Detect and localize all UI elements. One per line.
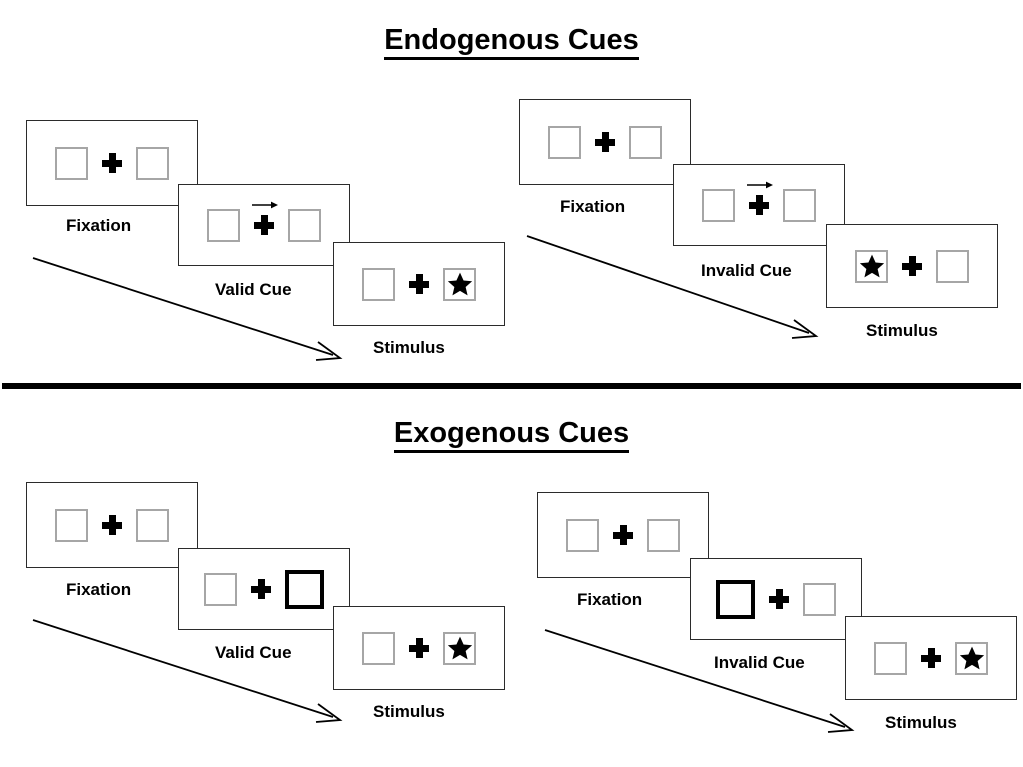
- frame-content: [855, 249, 969, 283]
- frame-content: [204, 569, 324, 609]
- frame-content: [362, 267, 476, 301]
- caption-endogenous-invalid-fixation: Fixation: [560, 197, 626, 216]
- fixation-cross-wrap: [88, 515, 136, 535]
- placeholder-box-left: [55, 508, 88, 542]
- panel-exogenous-invalid-fixation: [537, 492, 709, 578]
- diagonal-sequence-arrow-icon: [544, 629, 855, 733]
- placeholder-box-left: [548, 125, 581, 159]
- placeholder-box-right: [803, 582, 836, 616]
- fixation-cross-wrap: [88, 153, 136, 173]
- caption-exogenous-invalid-fixation: Fixation: [577, 590, 643, 609]
- frame-content: [55, 146, 169, 180]
- panel-endogenous-valid-cue: [178, 184, 350, 266]
- panel-endogenous-invalid-fixation: [519, 99, 691, 185]
- plus-icon: [251, 579, 271, 599]
- placeholder-box-right: [783, 188, 816, 222]
- panel-endogenous-invalid-stimulus: [826, 224, 998, 308]
- frame-content: [55, 508, 169, 542]
- caption-exogenous-valid-stimulus: Stimulus: [373, 702, 445, 721]
- plus-icon: [595, 132, 615, 152]
- section-title-exogenous: Exogenous Cues: [0, 417, 1023, 453]
- star-icon: [447, 272, 472, 296]
- fixation-cross-wrap: [395, 274, 443, 294]
- fixation-cross-wrap: [907, 648, 955, 668]
- fixation-cross-wrap: [888, 256, 936, 276]
- caption-exogenous-invalid-stimulus: Stimulus: [885, 713, 957, 732]
- placeholder-box-left: [55, 146, 88, 180]
- fixation-cross-wrap: [395, 638, 443, 658]
- section-title-endogenous: Endogenous Cues: [0, 24, 1023, 60]
- plus-icon: [409, 638, 429, 658]
- highlighted-box-left: [716, 579, 755, 619]
- panel-exogenous-invalid-cue: [690, 558, 862, 640]
- right-arrow-cue-icon: [252, 201, 278, 209]
- plus-icon: [902, 256, 922, 276]
- diagonal-sequence-arrow-icon: [526, 235, 819, 339]
- plus-icon: [409, 274, 429, 294]
- placeholder-box-right: [288, 208, 321, 242]
- target-box-right: [443, 631, 476, 665]
- placeholder-box-left: [702, 188, 735, 222]
- caption-endogenous-valid-fixation: Fixation: [66, 216, 132, 235]
- caption-endogenous-valid-stimulus: Stimulus: [373, 338, 445, 357]
- placeholder-box-left: [207, 208, 240, 242]
- panel-exogenous-valid-stimulus: [333, 606, 505, 690]
- fixation-cross-wrap: [599, 525, 647, 545]
- frame-content: [207, 201, 321, 242]
- panel-endogenous-invalid-cue: [673, 164, 845, 246]
- panel-endogenous-valid-fixation: [26, 120, 198, 206]
- placeholder-box-right: [136, 508, 169, 542]
- panel-exogenous-valid-cue: [178, 548, 350, 630]
- star-icon: [959, 646, 984, 670]
- placeholder-box-right: [647, 518, 680, 552]
- target-box-right: [443, 267, 476, 301]
- placeholder-box-left: [566, 518, 599, 552]
- target-box-left: [855, 249, 888, 283]
- plus-icon: [921, 648, 941, 668]
- plus-icon: [749, 195, 769, 215]
- fixation-cross-wrap: [240, 201, 288, 235]
- frame-content: [716, 579, 836, 619]
- star-icon: [859, 254, 884, 278]
- caption-endogenous-invalid-stimulus: Stimulus: [866, 321, 938, 340]
- frame-content: [874, 641, 988, 675]
- fixation-cross-wrap: [581, 132, 629, 152]
- placeholder-box-left: [874, 641, 907, 675]
- caption-exogenous-valid-cue: Valid Cue: [215, 643, 292, 662]
- highlighted-box-right: [285, 569, 324, 609]
- star-icon: [447, 636, 472, 660]
- placeholder-box-left: [362, 631, 395, 665]
- panel-exogenous-invalid-stimulus: [845, 616, 1017, 700]
- plus-icon: [769, 589, 789, 609]
- section-title-endogenous-text: Endogenous Cues: [384, 24, 639, 60]
- plus-icon: [254, 215, 274, 235]
- section-title-exogenous-text: Exogenous Cues: [393, 417, 630, 453]
- placeholder-box-right: [629, 125, 662, 159]
- target-box-right: [955, 641, 988, 675]
- fixation-cross-wrap: [755, 589, 803, 609]
- fixation-cross-wrap: [237, 579, 285, 599]
- placeholder-box-left: [362, 267, 395, 301]
- caption-endogenous-valid-cue: Valid Cue: [215, 280, 292, 299]
- placeholder-box-left: [204, 572, 237, 606]
- section-divider: [2, 383, 1021, 389]
- diagonal-sequence-arrow-icon: [32, 619, 343, 723]
- frame-content: [548, 125, 662, 159]
- caption-endogenous-invalid-cue: Invalid Cue: [701, 261, 792, 280]
- plus-icon: [102, 153, 122, 173]
- caption-exogenous-valid-fixation: Fixation: [66, 580, 132, 599]
- fixation-cross-wrap: [735, 181, 783, 215]
- placeholder-box-right: [136, 146, 169, 180]
- diagonal-sequence-arrow-icon: [32, 257, 343, 361]
- frame-content: [362, 631, 476, 665]
- frame-content: [702, 181, 816, 222]
- plus-icon: [613, 525, 633, 545]
- panel-exogenous-valid-fixation: [26, 482, 198, 568]
- plus-icon: [102, 515, 122, 535]
- right-arrow-cue-icon: [747, 181, 773, 189]
- frame-content: [566, 518, 680, 552]
- panel-endogenous-valid-stimulus: [333, 242, 505, 326]
- placeholder-box-right: [936, 249, 969, 283]
- caption-exogenous-invalid-cue: Invalid Cue: [714, 653, 805, 672]
